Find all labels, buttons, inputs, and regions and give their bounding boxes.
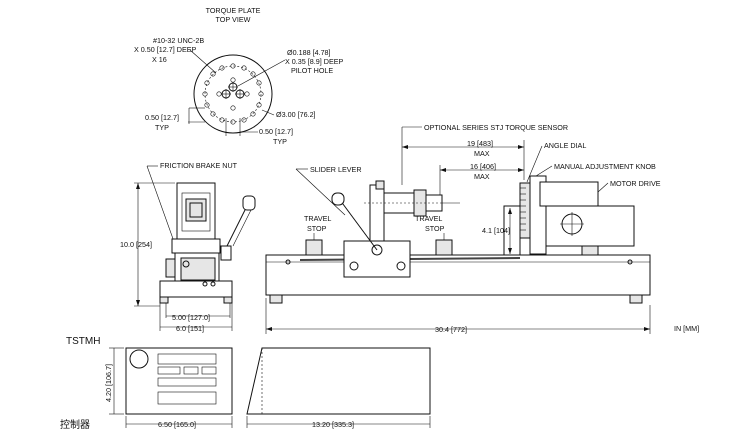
controller-model: TSTMH (66, 336, 100, 347)
pilot-spec-3: PILOT HOLE (291, 66, 333, 75)
base-rail (265, 254, 651, 296)
dim-controller-depth: 13.20 [335.3] (312, 420, 354, 429)
bolt-circle (204, 65, 262, 123)
thread-holes (202, 63, 264, 125)
slider-lever-label: SLIDER LEVER (310, 165, 362, 174)
dim-length-30-4: 30.4 [772] (435, 325, 467, 334)
side-view: FRICTION BRAKE NUT 10.0 [254] 5.00 [127.… (120, 161, 256, 333)
thread-spec-1: #10-32 UNC-2B (153, 36, 204, 45)
dim-height-10: 10.0 [254] (120, 240, 152, 249)
typ-right: TYP (273, 137, 287, 146)
dim-max-16-label: MAX (474, 172, 490, 181)
pilot-spec-1: Ø0.188 [4.78] (287, 48, 331, 57)
typ-right-value: 0.50 [12.7] (259, 127, 293, 136)
dial-ticks (520, 187, 526, 231)
torque-plate-view: TORQUE PLATE TOP VIEW #10-32 UNC-2B X 0.… (134, 6, 344, 146)
dim-width-6: 6.0 [151] (176, 324, 204, 333)
front-view: TRAVEL STOP TRAVEL STOP SLIDER LEVER (265, 123, 699, 334)
travel-stop-left (305, 239, 323, 256)
motor-drive-box (545, 205, 635, 247)
dim-max-19: 19 [483] (467, 139, 493, 148)
travel-stop-right-label1: TRAVEL (415, 214, 442, 223)
dim-max-16: 16 [406] (470, 162, 496, 171)
thread-spec-2: X 0.50 [12.7] DEEP (134, 45, 197, 54)
dim-controller-width: 6.50 [165.0] (158, 420, 196, 429)
friction-nut-label: FRICTION BRAKE NUT (160, 161, 238, 170)
plate-title-1: TORQUE PLATE (206, 6, 261, 15)
travel-stop-right-label2: STOP (425, 224, 445, 233)
travel-stop-left-label1: TRAVEL (304, 214, 331, 223)
controller-front (125, 347, 233, 415)
sensor-label: OPTIONAL SERIES STJ TORQUE SENSOR (424, 123, 568, 132)
units-label: IN [MM] (674, 324, 699, 333)
plate-diameter: Ø3.00 [76.2] (276, 110, 316, 119)
typ-left: TYP (155, 123, 169, 132)
controller-side (246, 347, 431, 415)
dim-max-19-label: MAX (474, 149, 490, 158)
sensor-tower (369, 184, 385, 242)
manual-knob-label: MANUAL ADJUSTMENT KNOB (554, 162, 656, 171)
travel-stop-right (435, 239, 453, 256)
controller-caption: 控制器 (60, 418, 90, 431)
dim-controller-height: 4.20 [106.7] (104, 364, 113, 402)
dim-height-4-1: 4.1 [104] (482, 226, 510, 235)
angle-dial-label: ANGLE DIAL (544, 141, 586, 150)
torque-plate-outline (193, 54, 273, 134)
plate-title-2: TOP VIEW (216, 15, 251, 24)
slider-carriage (343, 240, 411, 278)
travel-stop-left-label2: STOP (307, 224, 327, 233)
pilot-spec-2: X 0.35 [8.9] DEEP (285, 57, 344, 66)
controller-views: TSTMH 4.20 [106.7] 6.50 [165.0] 13.20 [3… (60, 336, 431, 431)
thread-spec-3: X 16 (152, 55, 167, 64)
dim-width-5: 5.00 [127.0] (172, 313, 210, 322)
typ-left-value: 0.50 [12.7] (145, 113, 179, 122)
pilot-holes (221, 82, 245, 99)
motor-drive-label: MOTOR DRIVE (610, 179, 661, 188)
